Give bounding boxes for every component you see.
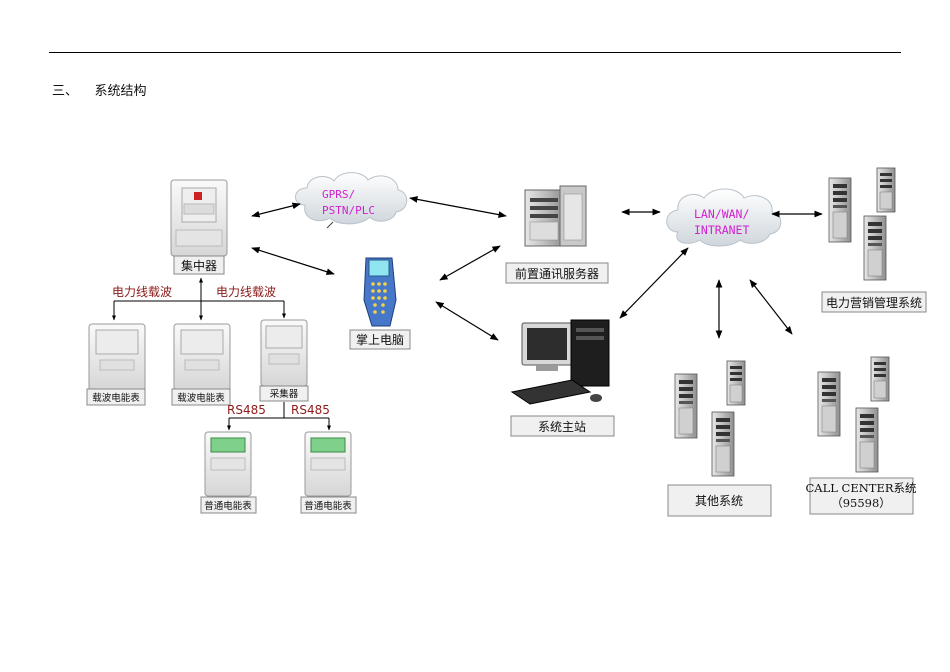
carrier-meter-2-node: 载波电能表 [171,323,231,406]
collector-label: 采集器 [270,388,299,400]
plc-left-label: 电力线载波 [112,285,172,299]
concentrator-node: 集中器 [170,179,228,275]
header-rule [49,52,901,53]
rs485-left-label: RS485 [227,403,266,417]
call-center-label-line1: CALL CENTER系统 [805,481,917,495]
frontend-server-node: 前置通讯服务器 [505,185,609,284]
call-center-node: CALL CENTER系统 （95598） [805,356,917,515]
other-systems-label: 其他系统 [695,494,743,508]
marketing-system-node: 电力营销管理系统 [821,167,927,313]
carrier-meter-2-label: 载波电能表 [177,392,225,404]
wan-cloud: LAN/WAN/ INTRANET [666,188,782,247]
section-title: 系统结构 [94,84,147,99]
gprs-cloud-line2: PSTN/PLC [322,204,375,217]
collector-node: 采集器 [259,319,309,402]
ordinary-meter-2-label: 普通电能表 [304,500,352,512]
plc-right-label: 电力线载波 [216,285,276,299]
gprs-cloud-line1: GPRS/ [322,188,355,201]
gprs-cloud: GPRS/ PSTN/PLC [295,172,408,229]
carrier-meter-1-node: 载波电能表 [86,323,146,406]
frontend-server-label: 前置通讯服务器 [515,266,599,281]
carrier-meter-1-label: 载波电能表 [92,392,140,404]
connection-arrows [251,196,823,341]
concentrator-label: 集中器 [181,258,217,273]
handheld-label: 掌上电脑 [356,333,404,347]
master-station-node: 系统主站 [510,319,615,437]
call-center-label-line2: （95598） [831,496,891,510]
ordinary-meter-1-node: 普通电能表 [200,431,257,514]
other-systems-node: 其他系统 [667,360,772,517]
wan-cloud-line2: INTRANET [694,223,749,237]
section-heading: 三、 系统结构 [52,80,147,99]
plc-bus [112,277,286,321]
master-station-label: 系统主站 [538,420,586,434]
ordinary-meter-1-label: 普通电能表 [204,500,252,512]
rs485-right-label: RS485 [291,403,330,417]
section-number: 三、 [52,84,79,99]
marketing-system-label: 电力营销管理系统 [826,295,922,310]
rs485-bus [227,402,331,431]
handheld-node: 掌上电脑 [349,257,411,350]
wan-cloud-line1: LAN/WAN/ [694,207,749,221]
ordinary-meter-2-node: 普通电能表 [300,431,357,514]
